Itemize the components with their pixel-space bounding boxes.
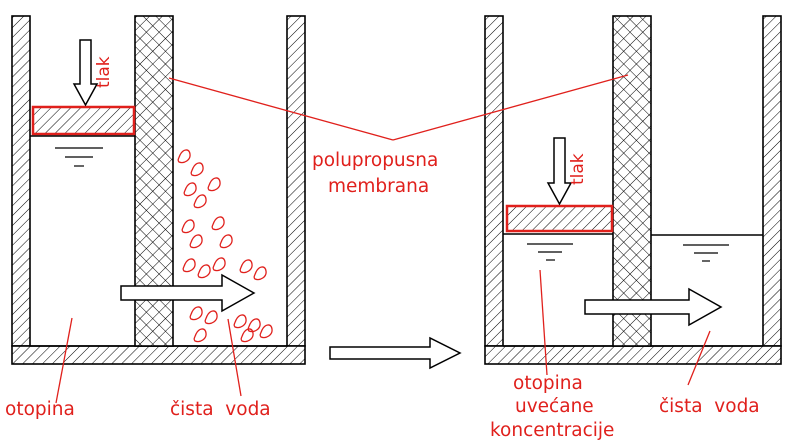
left-piston (31, 105, 136, 136)
right-pressure-label: tlak (568, 153, 588, 185)
left-pressure-arrow (72, 39, 99, 107)
right-vessel: tlak (484, 15, 782, 365)
left-vessel: tlak (11, 15, 306, 365)
right-vessel-bottom (484, 345, 782, 365)
right-water-level-symbol (683, 244, 729, 262)
right-vessel-wall-right (762, 15, 782, 347)
process-arrow (329, 336, 462, 370)
solution-label-right-line2: uvećane (515, 396, 594, 417)
pure-water-label-right: čista voda (659, 396, 760, 417)
right-solution-level-symbol (527, 243, 573, 261)
right-piston (505, 204, 614, 233)
membrane-label-line1: polupropusna (312, 150, 438, 171)
leader-lines (55, 74, 711, 404)
left-water-level-symbol (55, 147, 103, 167)
membrane-label-line2: membrana (328, 176, 429, 197)
right-vessel-wall-left (484, 15, 504, 347)
solution-label-right-line1: otopina (513, 373, 583, 394)
left-vessel-wall-right (286, 15, 306, 347)
solution-label-right-line3: koncentracije (490, 420, 614, 441)
right-pressure-arrow (546, 137, 573, 206)
solution-label-left: otopina (5, 399, 75, 420)
water-droplets (177, 149, 273, 343)
left-pressure-label: tlak (94, 56, 114, 88)
right-membrane (612, 15, 652, 347)
left-vessel-bottom (11, 345, 306, 365)
pure-water-label-left: čista voda (170, 399, 271, 420)
right-flow-arrow (584, 287, 723, 327)
left-flow-arrow (120, 273, 256, 313)
